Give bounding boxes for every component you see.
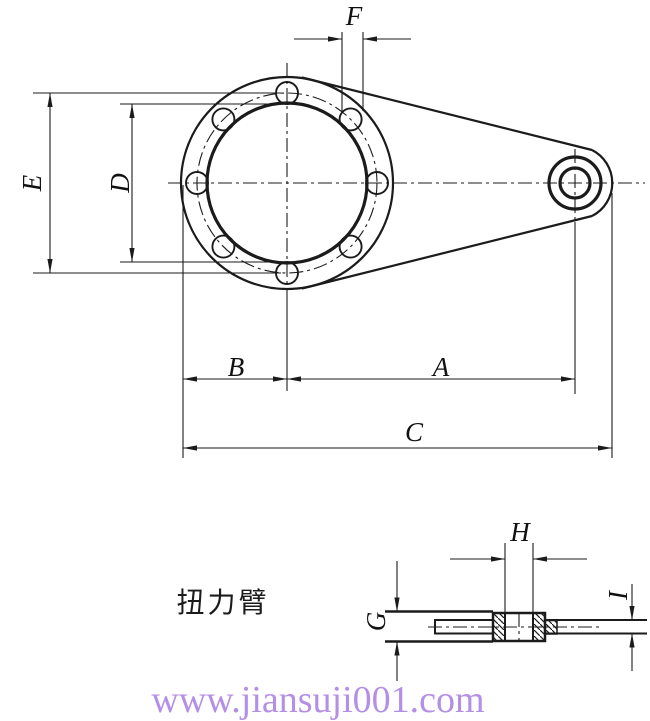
dimension-B-A — [182, 185, 576, 458]
dimension-label-a: A — [431, 352, 450, 382]
bolt-hole — [211, 234, 236, 259]
dimension-label-i: I — [603, 589, 633, 601]
weld-section-hatched — [544, 619, 558, 635]
watermark-text: www.jiansuji001.com — [151, 679, 484, 721]
dimension-E — [33, 92, 281, 274]
dimension-D — [120, 103, 296, 263]
dimension-label-e: E — [17, 174, 47, 192]
hub-left-wall-hatch — [493, 613, 505, 641]
arm-bottom-tangent-line — [301, 214, 593, 290]
hub-right-wall-hatch — [533, 613, 545, 641]
dimension-G — [394, 561, 400, 681]
bolt-hole — [338, 107, 363, 132]
dimension-label-c: C — [405, 417, 424, 447]
dimensions — [33, 32, 635, 681]
dimension-label-g: G — [361, 612, 391, 632]
section-view — [385, 610, 647, 643]
flange-bore-circle — [205, 101, 369, 265]
bolt-hole — [211, 107, 236, 132]
arm-end-cap-arc — [591, 149, 614, 217]
dimension-label-e-group: E — [17, 174, 47, 192]
flange-outer-circle — [179, 75, 395, 291]
bolt-hole — [185, 171, 209, 195]
bolt-hole — [365, 171, 389, 195]
dimension-label-d-group: D — [105, 173, 135, 194]
dimension-I — [629, 584, 635, 671]
dimension-label-g-group: G — [361, 612, 391, 632]
dimension-label-i-group: I — [603, 589, 633, 601]
dimension-label-h: H — [509, 517, 531, 547]
boss-outer-circle — [547, 155, 603, 211]
arm-top-tangent-line — [301, 76, 593, 152]
top-view — [179, 75, 614, 291]
dimension-label-b: B — [228, 352, 245, 382]
dimension-F — [294, 32, 411, 111]
bolt-hole — [338, 234, 363, 259]
part-name-label: 扭力臂 — [176, 587, 269, 618]
dimension-H — [450, 543, 587, 612]
dimension-label-f: F — [345, 1, 363, 31]
bolt-circle-centerline — [196, 92, 378, 274]
boss-inner-circle — [558, 166, 592, 200]
bolt-holes — [185, 81, 389, 285]
dimension-label-d: D — [105, 173, 135, 194]
dimension-C — [183, 193, 613, 458]
